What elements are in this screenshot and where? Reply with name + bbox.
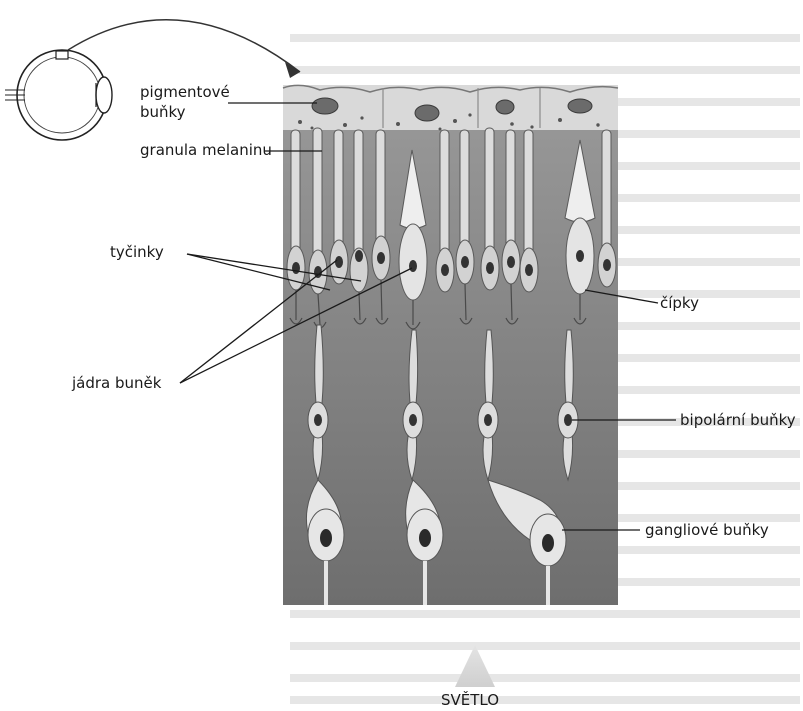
label-pigment-cells-line2: buňky — [140, 103, 186, 121]
rod-cell — [485, 128, 494, 258]
cell-nucleus — [461, 256, 469, 268]
label-rods: tyčinky — [110, 243, 164, 261]
label-cones: čípky — [660, 294, 699, 312]
label-bipolar-cells: bipolární buňky — [680, 411, 796, 429]
label-cell-nuclei: jádra buněk — [71, 374, 162, 392]
retina-detail-marker — [56, 51, 68, 59]
retina-block — [283, 85, 618, 605]
cell-nucleus — [507, 256, 515, 268]
pigment-nucleus — [415, 105, 439, 121]
label-ganglion-cells: gangliové buňky — [645, 521, 769, 539]
cell-nucleus — [603, 259, 611, 271]
pigment-nucleus — [496, 100, 514, 114]
rod-cell — [376, 130, 385, 250]
rod-cell — [506, 130, 515, 258]
rod-cell — [460, 130, 469, 258]
cell-nucleus — [525, 264, 533, 276]
label-melanin-granules: granula melaninu — [140, 141, 272, 159]
cell-nucleus — [377, 252, 385, 264]
rod-cell — [354, 130, 363, 260]
cell-nucleus — [355, 250, 363, 262]
label-light: SVĚTLO — [441, 690, 499, 709]
rod-cell — [602, 130, 611, 258]
rod-cell — [440, 130, 449, 260]
cell-nucleus — [292, 262, 300, 274]
pigment-nucleus — [568, 99, 592, 113]
cell-nucleus — [409, 260, 417, 272]
rod-cell — [313, 128, 322, 258]
rod-cell — [524, 130, 533, 260]
eye-icon — [5, 50, 112, 140]
cell-nucleus — [576, 250, 584, 262]
zoom-arrow — [68, 20, 300, 78]
cell-nucleus — [486, 262, 494, 274]
cell-nucleus — [441, 264, 449, 276]
label-pigment-cells-line1: pigmentové — [140, 83, 230, 101]
cell-nucleus — [335, 256, 343, 268]
rod-cell — [291, 130, 300, 260]
pigment-nucleus — [312, 98, 338, 114]
rod-cell — [334, 130, 343, 258]
